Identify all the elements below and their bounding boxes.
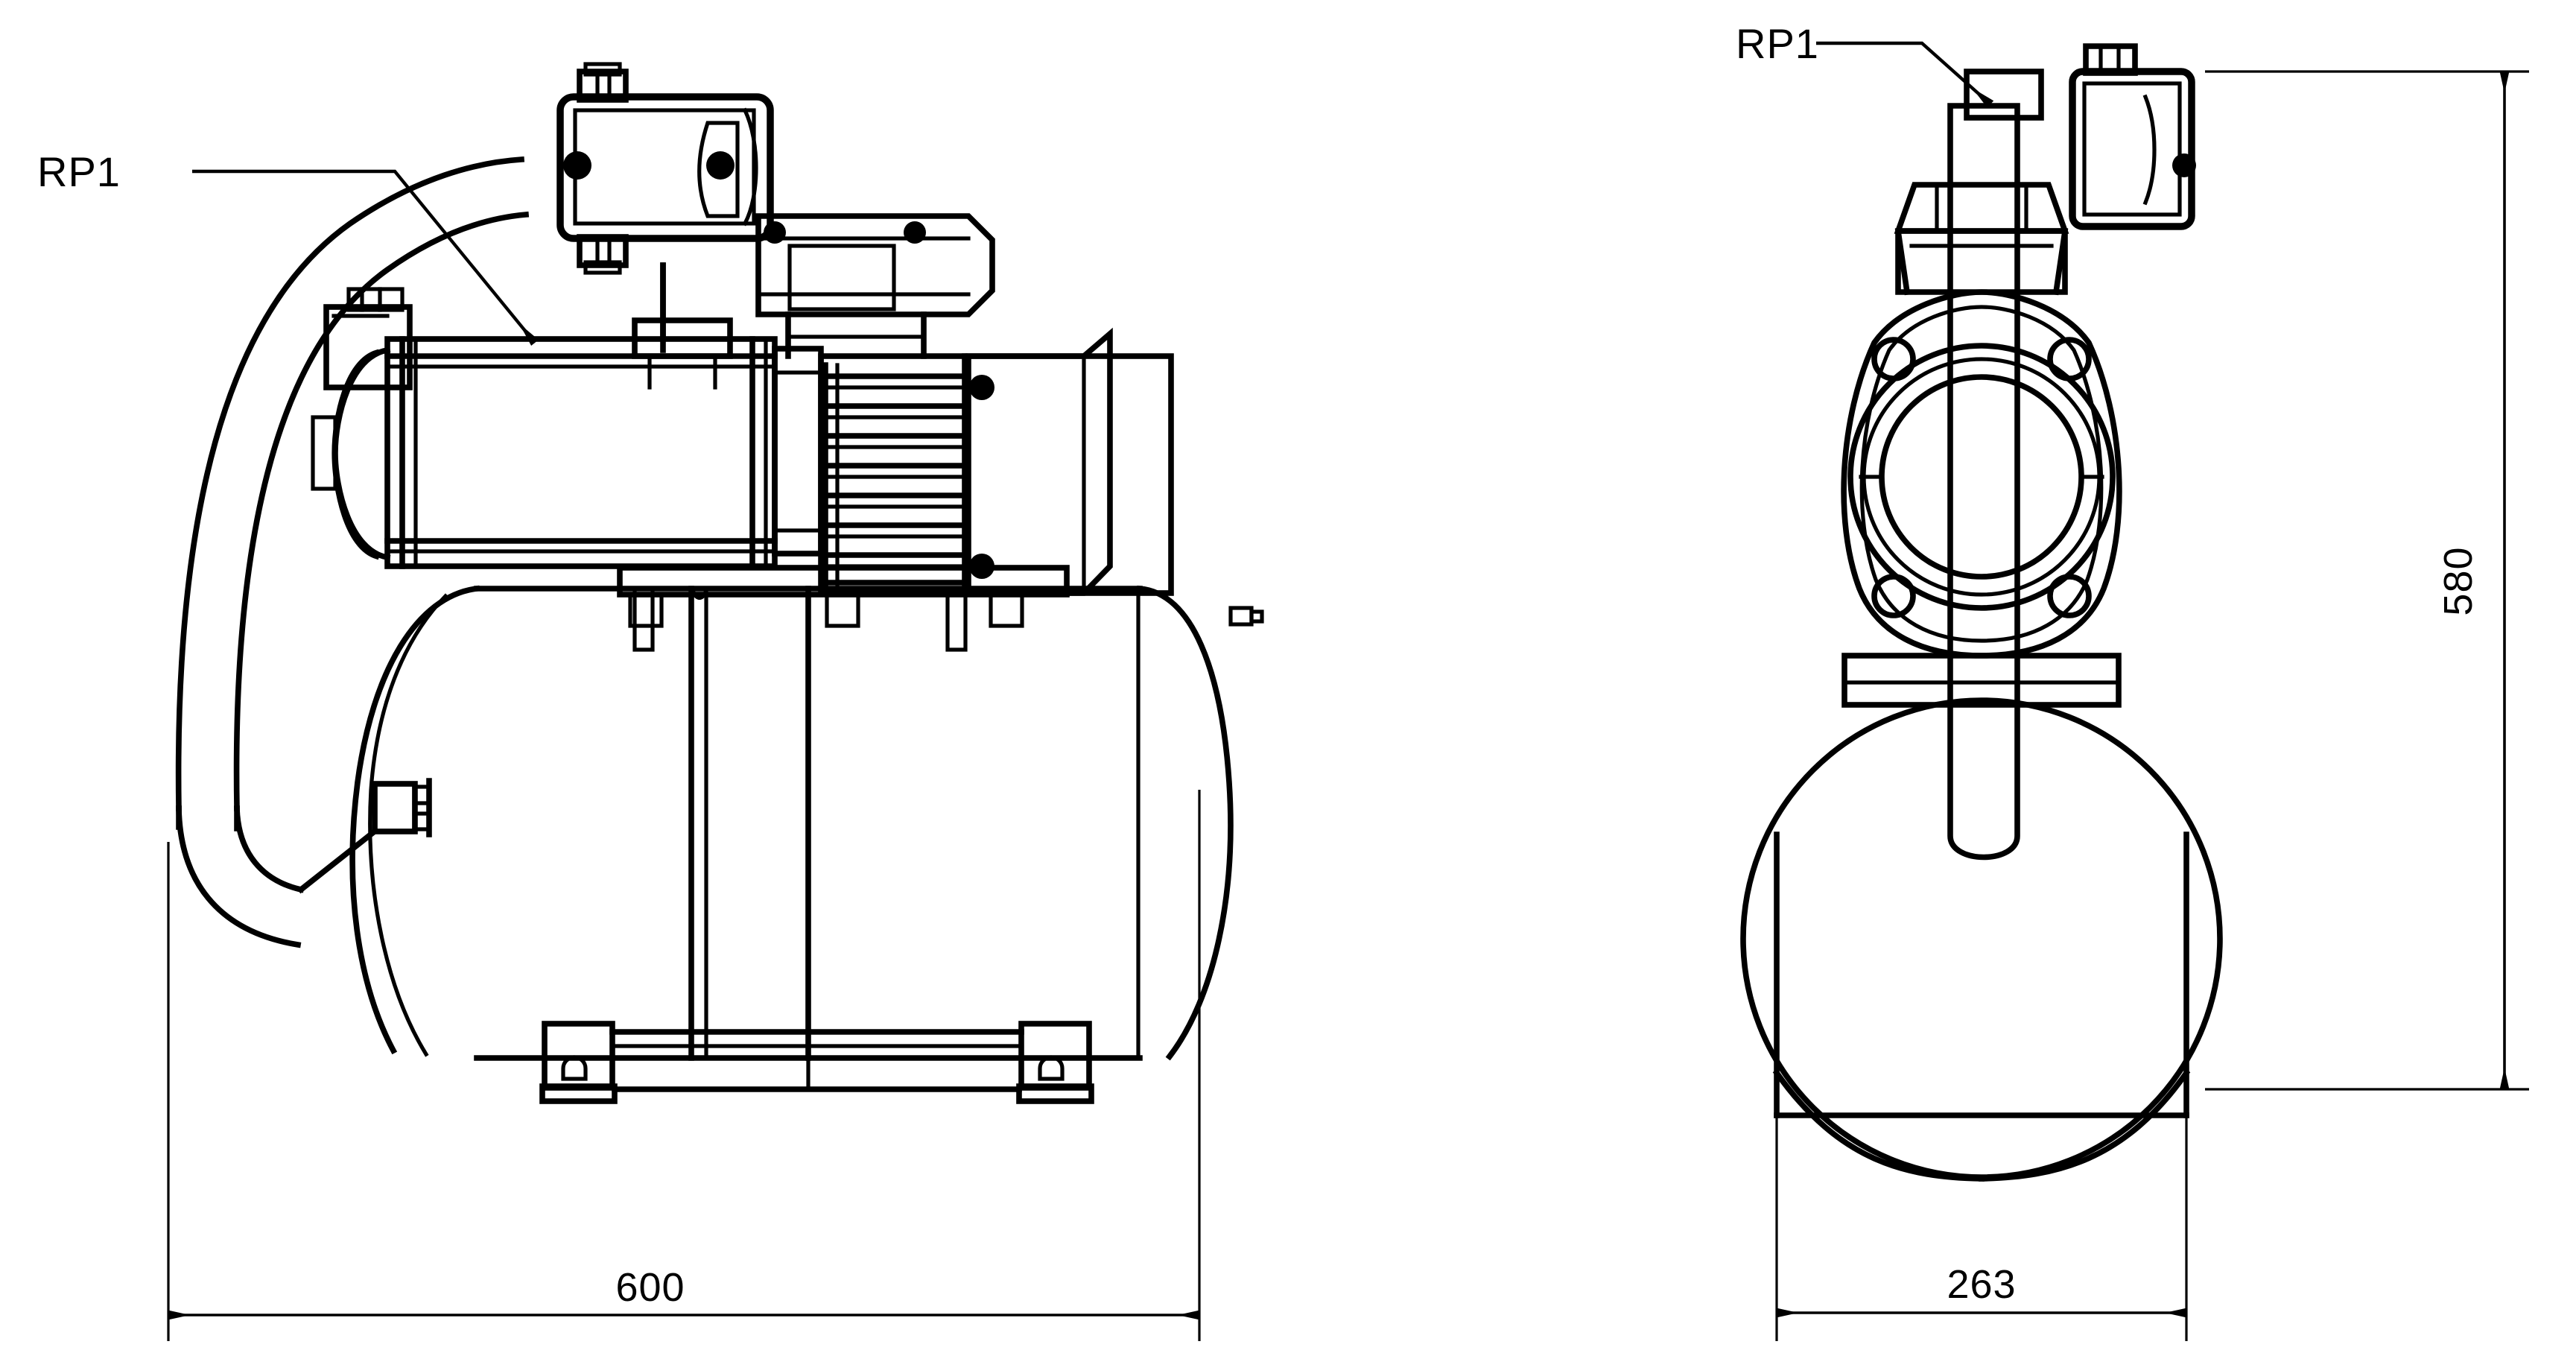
motor-bolt-upper bbox=[969, 375, 994, 400]
pump-suction-port bbox=[323, 287, 413, 390]
motor-cooling-fins bbox=[822, 373, 968, 586]
dimension-label-580: 580 bbox=[2436, 546, 2481, 615]
rp1-leader-right bbox=[1816, 41, 1994, 108]
tank-drain-port bbox=[1228, 606, 1264, 627]
tank-foot-left bbox=[539, 1021, 618, 1104]
motor-body bbox=[818, 327, 1174, 596]
dimension-263 bbox=[1775, 1115, 2188, 1341]
motor-bolt-lower bbox=[969, 554, 994, 579]
pressure-switch-screw-left bbox=[563, 151, 591, 180]
rp1-leader-left bbox=[192, 169, 539, 346]
pressure-tank-front bbox=[1740, 697, 2223, 1182]
dimension-600 bbox=[167, 790, 1201, 1341]
pump-barrel bbox=[311, 336, 824, 569]
motor-housing-front bbox=[1841, 182, 2122, 659]
dimension-label-600: 600 bbox=[615, 1265, 685, 1310]
discharge-manifold bbox=[632, 317, 733, 390]
rp1-label-right: RP1 bbox=[1736, 20, 1819, 67]
suction-hose bbox=[175, 156, 530, 948]
front-view bbox=[1740, 41, 2529, 1341]
base-plate-front bbox=[1841, 653, 2122, 708]
rp1-label-left: RP1 bbox=[37, 148, 121, 195]
pressure-tank bbox=[349, 585, 1264, 1061]
pressure-switch bbox=[556, 62, 774, 353]
pressure-switch-front bbox=[2069, 43, 2196, 230]
dimension-label-263: 263 bbox=[1947, 1262, 2016, 1307]
pump-base-plate bbox=[617, 565, 1070, 628]
side-view bbox=[167, 62, 1264, 1341]
motor-terminal-box bbox=[755, 213, 995, 359]
dimension-580 bbox=[2205, 70, 2529, 1091]
pressure-switch-screw-right bbox=[706, 151, 735, 180]
tank-foot-right bbox=[1016, 1021, 1094, 1104]
tank-inlet-fitting bbox=[372, 778, 432, 837]
